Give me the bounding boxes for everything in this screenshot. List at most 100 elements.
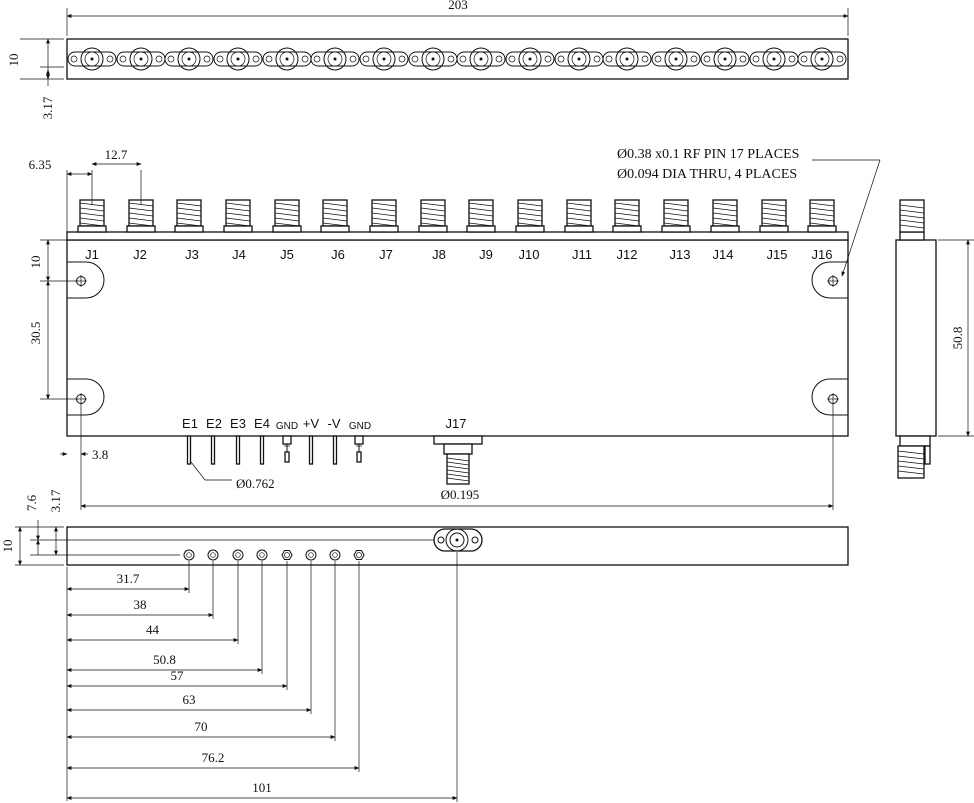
port-label: J13 [670,247,691,262]
bottom-height-label: 10 [0,540,15,553]
coax-connector-icon [456,47,506,71]
hole-spacing-label: 30.5 [28,322,43,345]
coax-connector-icon [67,47,117,71]
front-connectors [77,199,837,233]
j17-label: J17 [446,416,467,431]
pin-position-dimension: 76.2 [66,561,360,772]
pin-position-dimension: 50.8 [66,561,263,674]
pin-label: +V [303,416,320,431]
sma-connector [418,199,448,233]
sma-connector [564,199,594,233]
pin-position-dimension: 57 [66,561,288,690]
coax-connector-icon [505,47,555,71]
top-offset-label: 3.17 [40,96,55,119]
pin-position-label: 70 [195,719,208,734]
pin-position-label: 57 [171,668,185,683]
mount-ear-top-right [811,261,848,299]
coax-connector-icon [651,47,701,71]
port-label: J2 [133,247,147,262]
control-pin [210,435,216,465]
port-label: J5 [280,247,294,262]
pin-label: E1 [182,416,198,431]
pin-dia-leader [190,461,232,481]
control-pin [186,435,192,465]
pin-label: -V [328,416,341,431]
sma-connector [466,199,496,233]
pin-label: GND [276,421,298,432]
bottom-offset-a-label: 7.6 [24,494,39,511]
top-view-connectors [67,47,847,71]
port-label: J8 [432,247,446,262]
pin-position-dimension: 63 [66,561,312,714]
pin-position-dimension: 70 [66,561,336,741]
pin-position-label: 31.7 [117,571,140,586]
coax-connector-icon [700,47,750,71]
sma-connector [223,199,253,233]
hole-top-offset-label: 10 [28,256,43,269]
coax-connector-icon [310,47,360,71]
note-leader-line [841,159,881,277]
pin-position-label: 76.2 [202,750,225,765]
hole-edge-offset-label: 3.8 [92,447,108,462]
pin-position-dimension: 31.7 [66,561,190,593]
pin-position-label: 101 [252,780,272,795]
port-label: J1 [85,247,99,262]
overall-length-label: 203 [448,0,468,12]
control-pins [186,435,364,465]
port-label: J6 [331,247,345,262]
rf-pin-note: Ø0.38 x0.1 RF PIN 17 PLACES [617,147,799,162]
first-pitch-label: 6.35 [29,157,52,172]
port-label: J7 [379,247,393,262]
side-height-label: 50.8 [950,327,965,350]
connector-dia-label: Ø0.195 [441,487,480,502]
sma-connector [661,199,691,233]
pin-position-label: 44 [146,622,160,637]
pin-position-dimension: 101 [66,552,458,802]
thru-hole-note: Ø0.094 DIA THRU, 4 PLACES [617,167,797,182]
pin-hole-icon [353,550,365,560]
port-label: J9 [479,247,493,262]
sma-connector [807,199,837,233]
port-label: J11 [572,247,592,262]
sma-connector [759,199,789,233]
pin-hole-icon [207,549,219,561]
port-label: J16 [812,247,833,262]
sma-connector [272,199,302,233]
pin-dia-label: Ø0.762 [236,476,275,491]
sma-connector [612,199,642,233]
pin-position-label: 38 [134,597,147,612]
pin-position-dimension: 44 [66,561,239,644]
sma-connector [369,199,399,233]
j17-connector [433,435,483,485]
sma-connector [710,199,740,233]
j17-bottom-flange [433,528,483,552]
bottom-offset-b-label: 3.17 [48,489,63,512]
pin-hole-icon [305,549,317,561]
pin-label: E3 [230,416,246,431]
side-view-body [895,239,937,437]
control-pin [235,435,241,465]
pin-position-label: 50.8 [153,652,176,667]
port-label: J10 [519,247,540,262]
bottom-pin-holes [183,549,365,561]
port-label: J14 [713,247,734,262]
coax-connector-icon [797,47,847,71]
coax-connector-icon [602,47,652,71]
pin-hole-icon [183,549,195,561]
port-label: J15 [767,247,788,262]
coax-connector-icon [213,47,263,71]
mount-ear-bottom-left [67,378,105,416]
pin-hole-icon [256,549,268,561]
control-pin [332,435,338,465]
mount-ear-top-left [67,261,105,299]
top-view: 203 10 3.17 [6,0,849,119]
pin-label: GND [349,421,371,432]
front-view-flange [66,231,849,241]
ground-pin [354,435,364,463]
